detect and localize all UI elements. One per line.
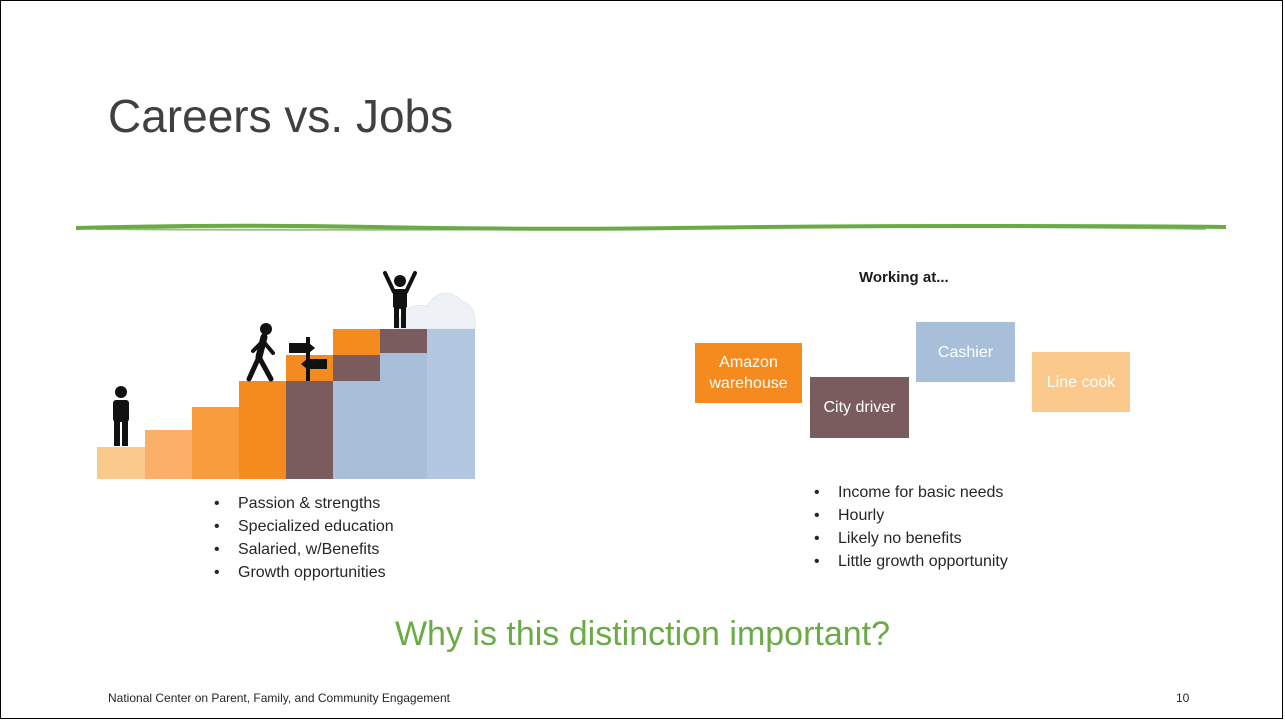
job-box-city-driver: City driver <box>810 377 909 438</box>
discussion-question: Why is this distinction important? <box>394 615 891 653</box>
career-bullet-list: Passion & strengths Specialized educatio… <box>214 492 394 584</box>
career-stairs-illustration <box>97 271 476 479</box>
job-bullet-list: Income for basic needs Hourly Likely no … <box>814 481 1008 573</box>
slide-title: Careers vs. Jobs <box>108 90 454 142</box>
footer-text: National Center on Parent, Family, and C… <box>108 691 450 705</box>
page-number: 10 <box>1176 691 1190 705</box>
walking-person-icon <box>246 323 275 382</box>
list-item: Growth opportunities <box>214 561 394 584</box>
list-item: Hourly <box>814 504 1008 527</box>
standing-person-icon <box>113 386 129 446</box>
signpost-icon <box>289 337 327 381</box>
list-item: Passion & strengths <box>214 492 394 515</box>
list-item: Specialized education <box>214 515 394 538</box>
job-box-cashier: Cashier <box>916 322 1015 382</box>
job-box-line-cook: Line cook <box>1032 352 1130 412</box>
list-item: Likely no benefits <box>814 527 1008 550</box>
list-item: Income for basic needs <box>814 481 1008 504</box>
green-divider <box>76 223 1226 231</box>
working-at-heading: Working at... <box>859 269 949 286</box>
list-item: Salaried, w/Benefits <box>214 538 394 561</box>
job-box-amazon-warehouse: Amazon warehouse <box>695 343 802 403</box>
list-item: Little growth opportunity <box>814 550 1008 573</box>
celebrating-person-icon <box>383 271 417 328</box>
